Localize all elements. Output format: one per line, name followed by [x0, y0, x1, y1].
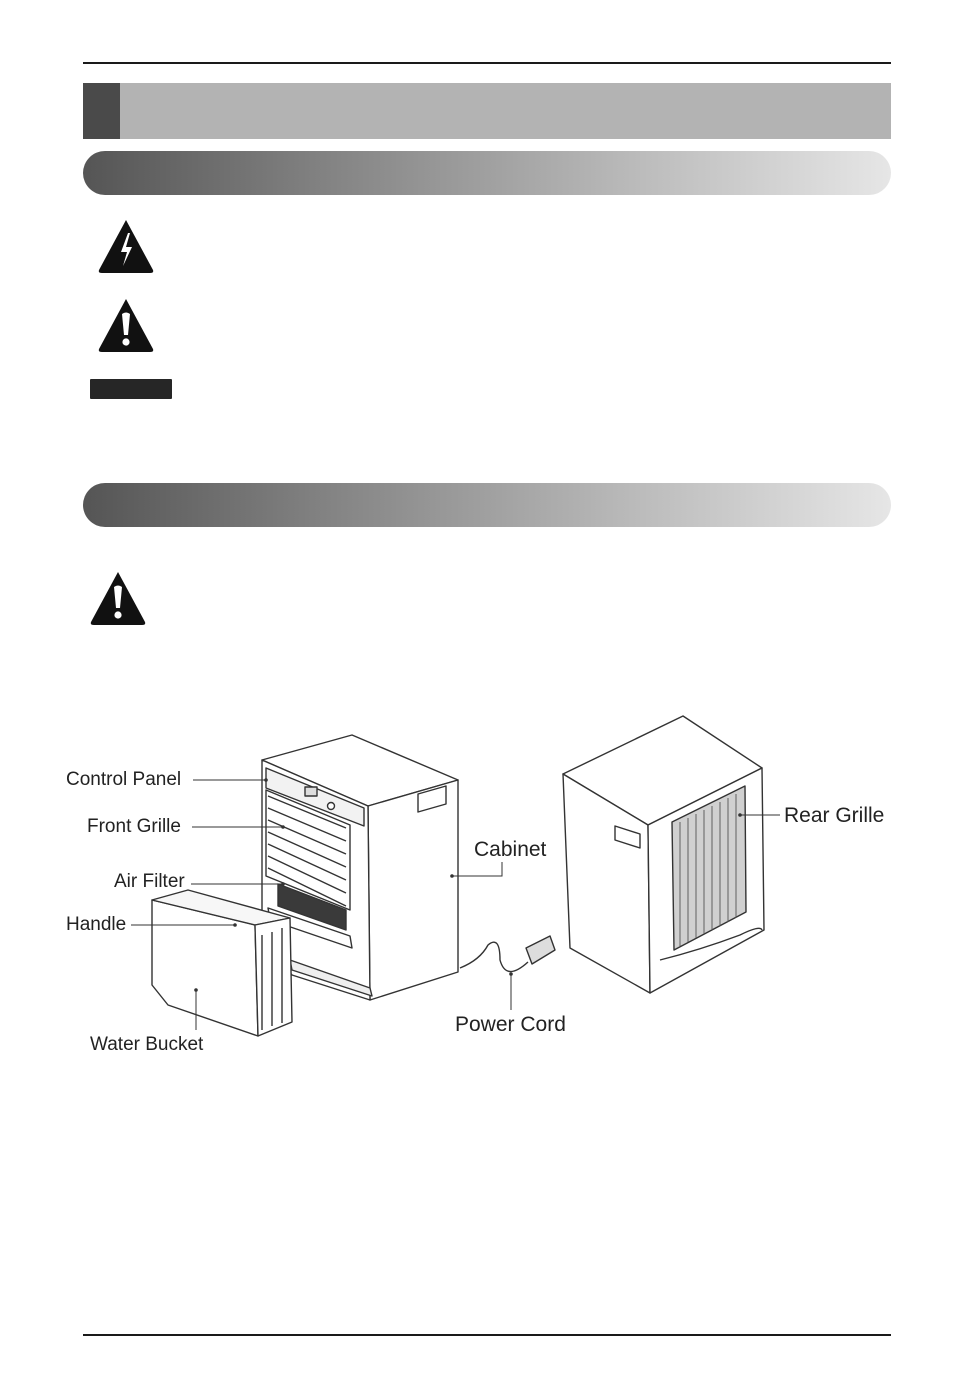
exclamation-warning-icon: [98, 299, 154, 352]
rear-grille: [671, 785, 747, 951]
power-cord: [459, 941, 529, 973]
label-handle: Handle: [66, 914, 127, 935]
front-unit-cabinet: [367, 779, 459, 1001]
bottom-rule: [83, 1334, 891, 1336]
section-header-parts: [83, 483, 891, 527]
label-cabinet: Cabinet: [474, 838, 547, 861]
label-air-filter: Air Filter: [114, 871, 185, 892]
electric-shock-warning-icon: [98, 220, 154, 273]
label-power-cord: Power Cord: [455, 1013, 566, 1036]
label-control-panel: Control Panel: [66, 769, 182, 790]
label-front-grille: Front Grille: [87, 816, 181, 837]
power-plug: [525, 935, 556, 965]
leader-cabinet: [452, 862, 503, 877]
cabinet-handle-recess: [417, 785, 447, 813]
label-water-bucket: Water Bucket: [90, 1034, 204, 1055]
caution-label-box: [90, 379, 172, 399]
section-header-safety: [83, 151, 891, 195]
exclamation-caution-icon: [90, 572, 146, 625]
air-filter-panel: [277, 883, 347, 931]
rear-handle-recess: [614, 825, 641, 849]
label-rear-grille: Rear Grille: [784, 804, 885, 827]
chapter-title-bar: [83, 83, 891, 139]
top-rule: [83, 62, 891, 64]
chapter-title-block: [83, 83, 120, 139]
